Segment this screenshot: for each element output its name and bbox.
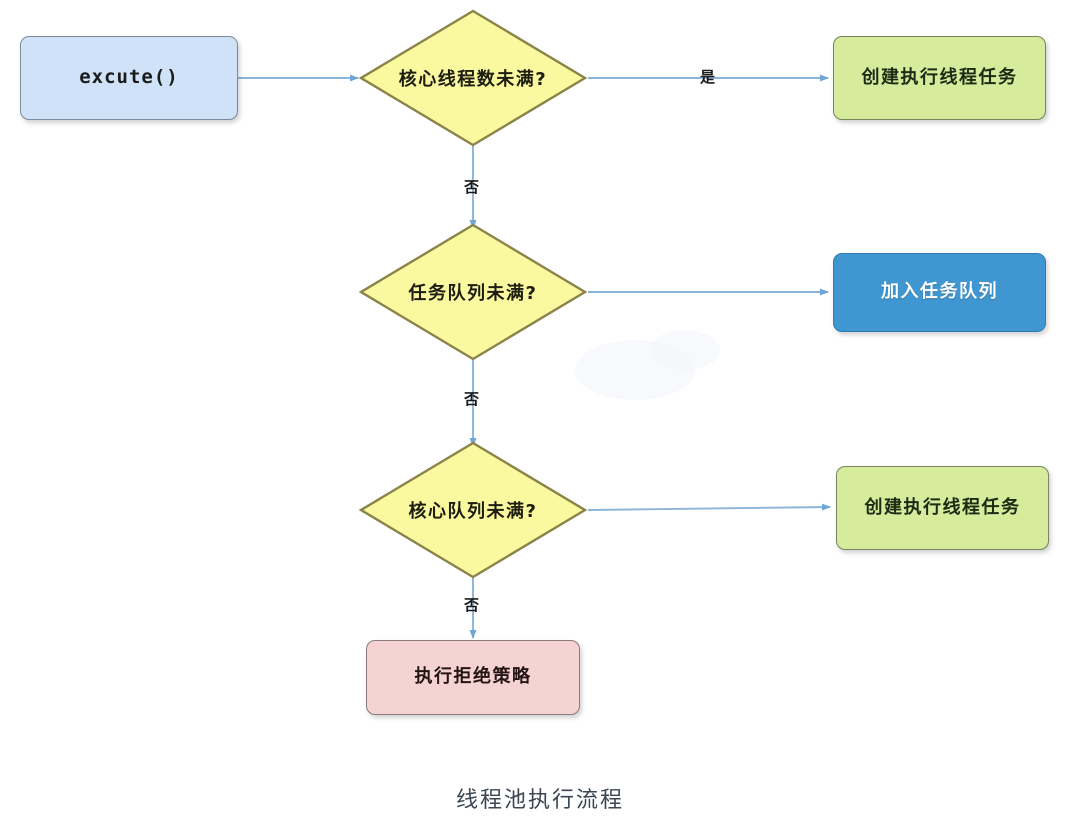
diamond-shape [358,441,588,579]
node-start-excute[interactable]: excute() [20,36,238,120]
edge-label-yes-1: 是 [700,68,716,86]
node-decision-task-queue[interactable]: 任务队列未满? [358,222,588,362]
node-create-thread-task-2[interactable]: 创建执行线程任务 [836,466,1049,550]
node-action2-label: 加入任务队列 [881,281,998,303]
node-reject-policy[interactable]: 执行拒绝策略 [366,640,580,715]
node-decision-core-threads[interactable]: 核心线程数未满? [358,8,588,148]
edge-decision3-to-action3 [587,503,831,511]
node-decision3-label: 核心队列未满? [408,501,538,522]
node-action3-label: 创建执行线程任务 [864,496,1021,518]
edge-label-no-3: 否 [464,596,480,614]
node-add-to-queue[interactable]: 加入任务队列 [833,253,1046,332]
watermark-smudge [650,330,720,370]
edge-label-no-2: 否 [464,390,480,408]
diamond-shape [358,223,588,361]
node-create-thread-task-1[interactable]: 创建执行线程任务 [833,36,1046,120]
watermark-smudge [575,340,695,400]
node-decision-core-queue[interactable]: 核心队列未满? [358,440,588,580]
node-decision2-label: 任务队列未满? [408,283,538,304]
node-action4-label: 执行拒绝策略 [414,666,532,688]
node-start-label: excute() [79,66,179,89]
node-action1-label: 创建执行线程任务 [861,66,1018,88]
node-decision1-label: 核心线程数未满? [398,69,548,90]
edge-label-no-1: 否 [464,178,480,196]
diagram-caption: 线程池执行流程 [455,788,624,813]
diamond-shape [358,9,588,147]
